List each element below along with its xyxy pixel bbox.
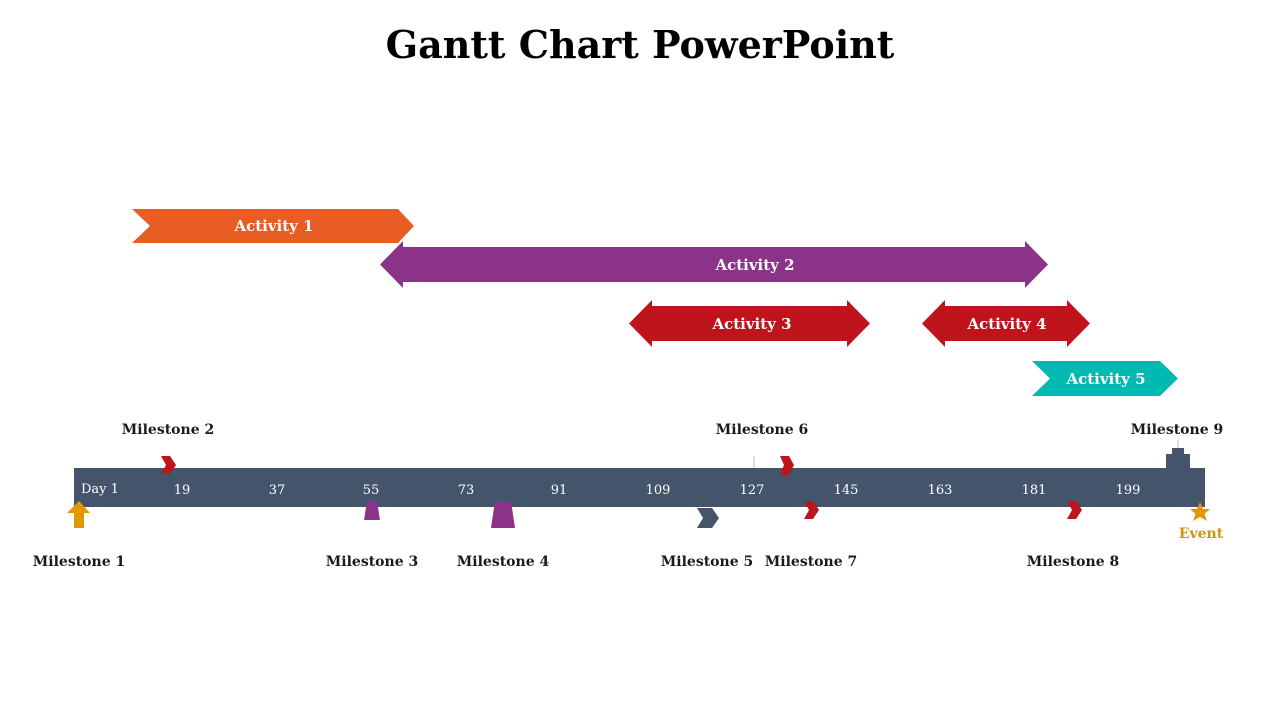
activity-4-bar[interactable]	[922, 300, 1090, 347]
activity-4-label: Activity 4	[966, 315, 1046, 333]
timeline-bar	[74, 468, 1205, 507]
tick-label: Day 1	[81, 482, 119, 497]
tick-label: 127	[740, 483, 765, 498]
milestone-7-label: Milestone 7	[765, 554, 857, 570]
tick-label: 181	[1022, 483, 1047, 498]
milestone-4-trapezoid-icon	[491, 501, 515, 528]
tick-label: 91	[551, 483, 568, 498]
activity-1-label: Activity 1	[233, 217, 313, 235]
tick-label: 55	[363, 483, 380, 498]
tick-label: 145	[834, 483, 859, 498]
milestone-9-label: Milestone 9	[1131, 422, 1223, 438]
milestone-4-label: Milestone 4	[457, 554, 550, 570]
activity-2-label: Activity 2	[714, 256, 794, 274]
milestone-6-label: Milestone 6	[716, 422, 808, 438]
activity-1-bar[interactable]	[132, 209, 414, 243]
milestone-3-trapezoid-icon	[364, 501, 380, 520]
milestone-2-chevron-icon	[161, 456, 176, 474]
milestone-5-chevron-icon	[697, 508, 719, 528]
milestone-8-chevron-icon	[1067, 501, 1082, 519]
event-label: Event	[1179, 526, 1224, 542]
activity-5-bar[interactable]	[1032, 361, 1178, 396]
tick-label: 199	[1116, 483, 1141, 498]
milestone-2-label: Milestone 2	[122, 422, 214, 438]
milestone-1-label: Milestone 1	[33, 554, 125, 570]
milestone-3-label: Milestone 3	[326, 554, 418, 570]
milestone-1-arrow-up-icon	[67, 501, 90, 528]
milestone-9-castle-icon	[1166, 448, 1190, 468]
milestone-8-label: Milestone 8	[1027, 554, 1119, 570]
activity-2-bar[interactable]	[380, 241, 1048, 288]
milestone-5-label: Milestone 5	[661, 554, 753, 570]
tick-label: 37	[269, 483, 286, 498]
event-star-icon	[1190, 502, 1210, 521]
milestone-6-chevron-icon	[780, 456, 794, 475]
timeline-ticks: Day 1 19 37 55 73 91 109 127 145 163 181…	[81, 482, 1140, 498]
page-title: Gantt Chart PowerPoint	[386, 22, 895, 67]
milestone-7-chevron-icon	[804, 501, 819, 519]
activity-5-label: Activity 5	[1065, 370, 1145, 388]
tick-label: 19	[174, 483, 191, 498]
tick-label: 163	[928, 483, 953, 498]
activity-3-bar[interactable]	[629, 300, 870, 347]
activity-3-label: Activity 3	[711, 315, 791, 333]
tick-label: 109	[646, 483, 671, 498]
tick-label: 73	[458, 483, 475, 498]
